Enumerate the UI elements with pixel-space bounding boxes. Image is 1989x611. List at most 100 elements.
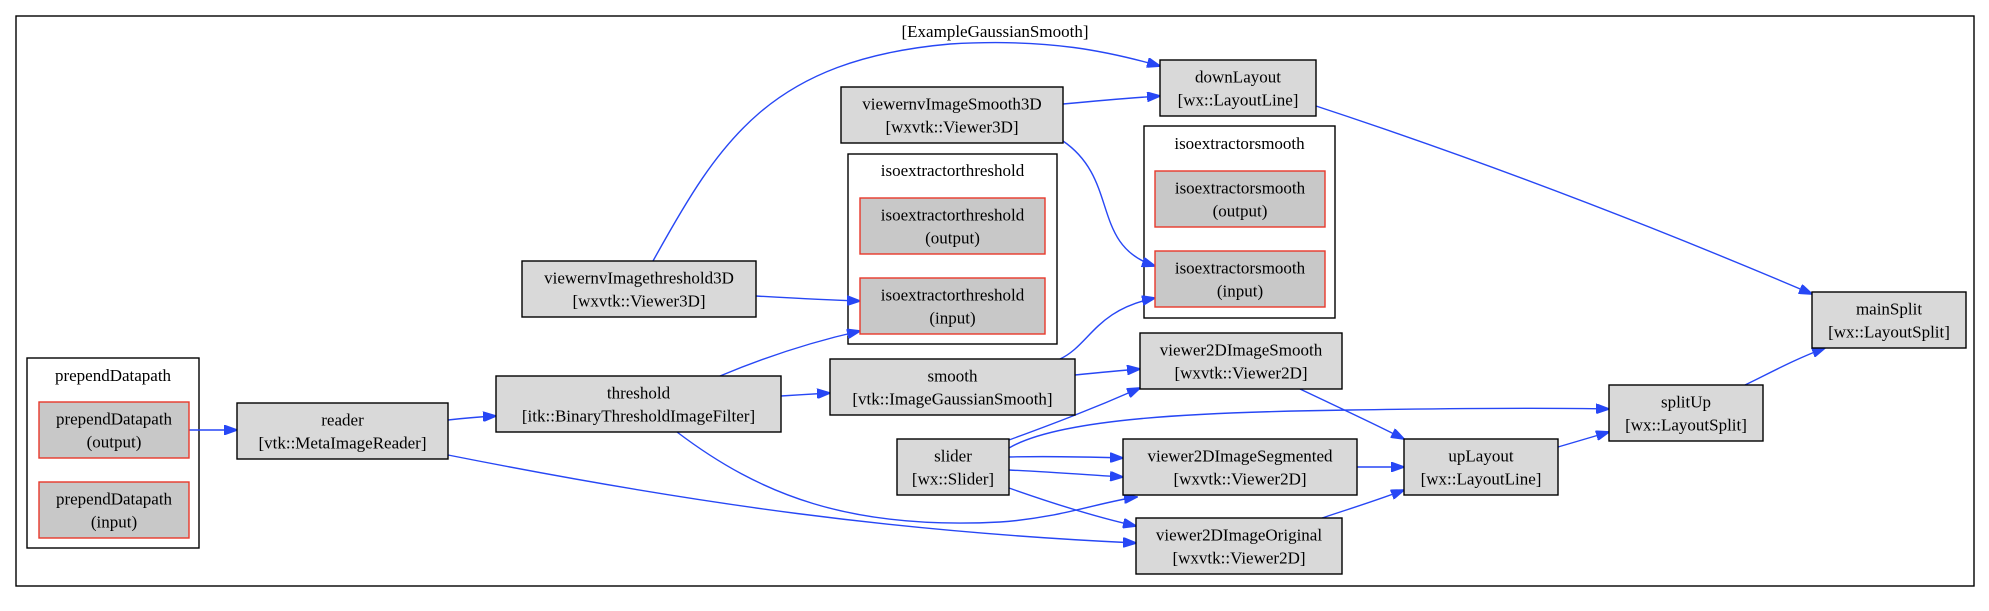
node-reader[interactable]: reader[vtk::MetaImageReader] bbox=[236, 402, 449, 460]
cluster-label: isoextractorsmooth bbox=[1174, 134, 1305, 153]
node-type-label: [wxvtk::Viewer2D] bbox=[1173, 470, 1306, 489]
node-name-label: upLayout bbox=[1448, 447, 1513, 466]
port-box bbox=[859, 197, 1046, 255]
node-viewerSmooth3D[interactable]: viewernvImageSmooth3D[wxvtk::Viewer3D] bbox=[840, 86, 1064, 144]
edge-viewerThr3D-to-iet_in bbox=[755, 295, 860, 301]
node-threshold[interactable]: threshold[itk::BinaryThresholdImageFilte… bbox=[495, 375, 782, 433]
port-box bbox=[1154, 170, 1326, 228]
node-box bbox=[896, 438, 1010, 496]
node-type-label: [vtk::MetaImageReader] bbox=[258, 434, 426, 453]
cluster-prependDatapath bbox=[26, 357, 200, 549]
node-name-label: isoextractorthreshold bbox=[881, 286, 1025, 305]
node-box bbox=[1811, 291, 1967, 349]
node-viewerThr3D[interactable]: viewernvImagethreshold3D[wxvtk::Viewer3D… bbox=[521, 260, 757, 318]
node-name-label: prependDatapath bbox=[56, 410, 173, 429]
node-type-label: (input) bbox=[91, 513, 137, 532]
node-name-label: viewernvImagethreshold3D bbox=[544, 269, 734, 288]
node-name-label: isoextractorthreshold bbox=[881, 206, 1025, 225]
node-type-label: (output) bbox=[925, 229, 980, 248]
node-type-label: [wx::LayoutLine] bbox=[1421, 470, 1542, 489]
port-pd_in[interactable]: prependDatapath (input) bbox=[38, 481, 190, 539]
cluster-isoextractorthreshold bbox=[847, 153, 1058, 345]
node-box bbox=[236, 402, 449, 460]
edge-slider-to-splitUp bbox=[1008, 408, 1609, 449]
graph-title: [ExampleGaussianSmooth] bbox=[902, 22, 1089, 41]
edges-layer bbox=[189, 41, 1825, 543]
node-splitUp[interactable]: splitUp[wx::LayoutSplit] bbox=[1608, 384, 1764, 442]
edge-splitUp-to-mainSplit bbox=[1744, 348, 1825, 386]
node-box bbox=[1403, 438, 1559, 496]
node-v2dOrig[interactable]: viewer2DImageOriginal[wxvtk::Viewer2D] bbox=[1135, 517, 1343, 575]
edge-smooth-to-ies_in bbox=[1059, 298, 1155, 360]
node-slider[interactable]: slider[wx::Slider] bbox=[896, 438, 1010, 496]
node-name-label: downLayout bbox=[1195, 68, 1281, 87]
node-downLayout[interactable]: downLayout[wx::LayoutLine] bbox=[1159, 59, 1317, 117]
clusters-layer: prependDatapathisoextractorthresholdisoe… bbox=[26, 125, 1336, 549]
node-type-label: [wxvtk::Viewer3D] bbox=[572, 292, 705, 311]
edge-threshold-to-v2dSeg bbox=[676, 431, 1137, 524]
node-name-label: viewernvImageSmooth3D bbox=[862, 95, 1041, 114]
node-type-label: [wx::Slider] bbox=[912, 470, 994, 489]
node-name-label: reader bbox=[321, 411, 364, 430]
port-box bbox=[859, 277, 1046, 335]
node-name-label: viewer2DImageOriginal bbox=[1156, 526, 1322, 545]
port-iet_in[interactable]: isoextractorthreshold (input) bbox=[859, 277, 1046, 335]
cluster-label: prependDatapath bbox=[55, 366, 172, 385]
node-name-label: isoextractorsmooth bbox=[1175, 259, 1306, 278]
node-upLayout[interactable]: upLayout[wx::LayoutLine] bbox=[1403, 438, 1559, 496]
edge-upLayout-to-splitUp bbox=[1557, 432, 1609, 448]
graph-frame bbox=[15, 15, 1975, 587]
node-type-label: [itk::BinaryThresholdImageFilter] bbox=[522, 407, 755, 426]
port-box bbox=[1154, 250, 1326, 308]
node-box bbox=[1159, 59, 1317, 117]
edge-viewerSmooth3D-to-ies_in bbox=[1062, 140, 1155, 266]
node-name-label: smooth bbox=[927, 367, 978, 386]
node-mainSplit[interactable]: mainSplit[wx::LayoutSplit] bbox=[1811, 291, 1967, 349]
edge-v2dOrig-to-upLayout bbox=[1321, 490, 1404, 519]
edge-reader-to-v2dOrig bbox=[447, 454, 1136, 543]
node-name-label: splitUp bbox=[1661, 393, 1711, 412]
edge-slider-to-v2dSeg bbox=[1008, 457, 1123, 458]
edge-smooth-to-v2dSmooth bbox=[1074, 369, 1140, 376]
node-name-label: viewer2DImageSegmented bbox=[1147, 447, 1333, 466]
node-name-label: viewer2DImageSmooth bbox=[1160, 341, 1323, 360]
node-type-label: [wx::LayoutLine] bbox=[1178, 91, 1299, 110]
node-type-label: (output) bbox=[87, 433, 142, 452]
node-v2dSmooth[interactable]: viewer2DImageSmooth[wxvtk::Viewer2D] bbox=[1139, 332, 1343, 390]
cluster-label: isoextractorthreshold bbox=[881, 161, 1025, 180]
edge-v2dSmooth-to-upLayout bbox=[1299, 388, 1404, 439]
edge-viewerThr3D-to-downLayout bbox=[652, 41, 1160, 262]
node-type-label: (input) bbox=[929, 309, 975, 328]
node-box bbox=[1139, 332, 1343, 390]
node-box bbox=[1135, 517, 1343, 575]
edge-threshold-to-iet_in bbox=[719, 331, 860, 377]
node-box bbox=[521, 260, 757, 318]
nodes-layer: prependDatapath (output) prependDatapath (i… bbox=[38, 59, 1967, 575]
port-iet_out[interactable]: isoextractorthreshold (output) bbox=[859, 197, 1046, 255]
port-ies_in[interactable]: isoextractorsmooth (input) bbox=[1154, 250, 1326, 308]
edge-reader-to-threshold bbox=[447, 416, 496, 420]
node-name-label: isoextractorsmooth bbox=[1175, 179, 1306, 198]
node-type-label: (input) bbox=[1217, 282, 1263, 301]
node-name-label: prependDatapath bbox=[56, 490, 173, 509]
port-box bbox=[38, 481, 190, 539]
edge-slider-to-v2dSmooth bbox=[1008, 388, 1140, 441]
node-type-label: [wxvtk::Viewer2D] bbox=[1172, 549, 1305, 568]
port-ies_out[interactable]: isoextractorsmooth (output) bbox=[1154, 170, 1326, 228]
node-box bbox=[495, 375, 782, 433]
node-type-label: [wxvtk::Viewer3D] bbox=[885, 118, 1018, 137]
node-box bbox=[840, 86, 1064, 144]
node-smooth[interactable]: smooth[vtk::ImageGaussianSmooth] bbox=[829, 358, 1076, 416]
node-name-label: threshold bbox=[607, 384, 671, 403]
node-type-label: [wxvtk::Viewer2D] bbox=[1174, 364, 1307, 383]
node-type-label: (output) bbox=[1213, 202, 1268, 221]
edge-slider-to-v2dSeg-2 bbox=[1008, 469, 1123, 477]
node-box bbox=[829, 358, 1076, 416]
edge-downLayout-to-mainSplit bbox=[1315, 105, 1812, 294]
node-box bbox=[1608, 384, 1764, 442]
port-pd_out[interactable]: prependDatapath (output) bbox=[38, 401, 190, 459]
node-name-label: slider bbox=[934, 447, 972, 466]
node-v2dSeg[interactable]: viewer2DImageSegmented[wxvtk::Viewer2D] bbox=[1122, 438, 1358, 496]
node-box bbox=[1122, 438, 1358, 496]
